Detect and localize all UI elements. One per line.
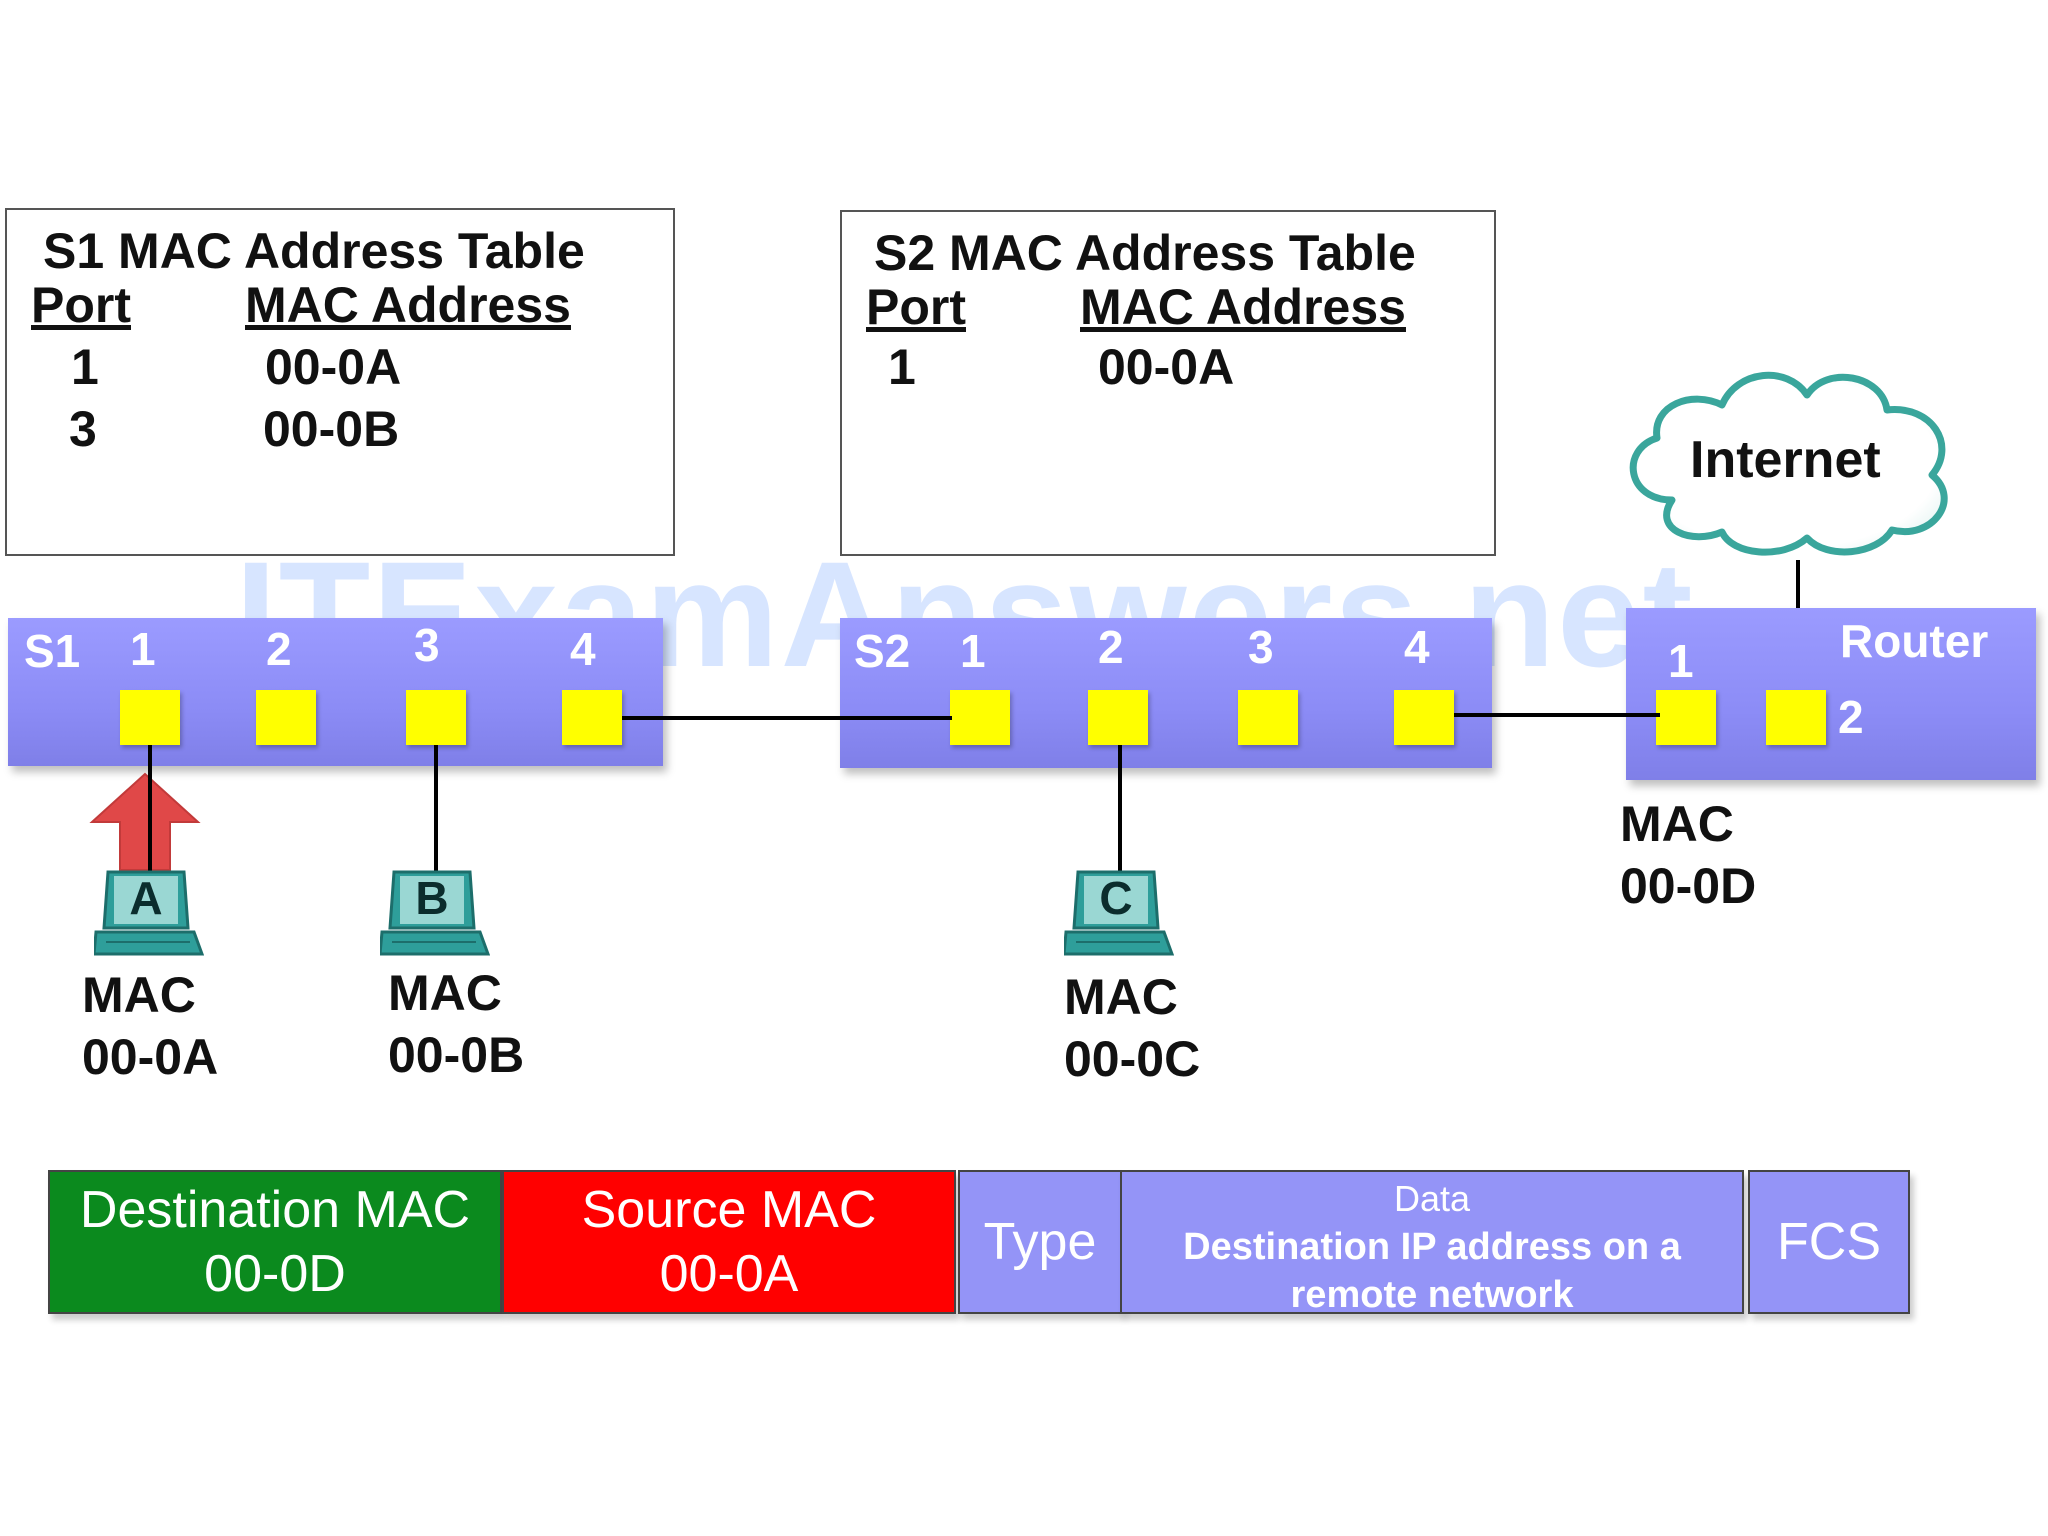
frame-data: Data Destination IP address on a remote … bbox=[1120, 1170, 1744, 1316]
host-c-link bbox=[1118, 745, 1122, 875]
s2-port-2[interactable] bbox=[1088, 690, 1148, 745]
router[interactable]: Router 1 2 bbox=[1626, 608, 2036, 780]
data-desc-line-2: remote network bbox=[1290, 1274, 1574, 1316]
s1-table-title: S1 MAC Address Table bbox=[43, 223, 585, 279]
internet-label: Internet bbox=[1690, 431, 1881, 489]
router-port-number: 1 bbox=[1668, 635, 1694, 687]
s2-router-link bbox=[1454, 713, 1660, 717]
host-letter: A bbox=[129, 872, 163, 924]
s1-mac-table: S1 MAC Address Table Port MAC Address 1 … bbox=[5, 208, 675, 556]
src-mac-value: 00-0A bbox=[659, 1245, 799, 1303]
s1-port-number: 3 bbox=[414, 619, 440, 671]
s2-port-number: 4 bbox=[1404, 621, 1430, 673]
s1-port-number: 1 bbox=[130, 623, 156, 675]
s1-port-4[interactable] bbox=[562, 690, 622, 745]
frame-destination-mac: Destination MAC 00-0D bbox=[48, 1170, 502, 1314]
host-letter: C bbox=[1099, 872, 1133, 924]
s1-port-number: 4 bbox=[570, 623, 596, 675]
data-label: Data bbox=[1393, 1178, 1471, 1219]
host-a-mac-label: MAC bbox=[82, 967, 196, 1023]
up-arrow-icon bbox=[89, 772, 201, 871]
computer-icon bbox=[94, 870, 204, 956]
router-port-number: 2 bbox=[1838, 691, 1864, 743]
s1-row-port: 1 bbox=[71, 339, 99, 395]
host-a[interactable]: A bbox=[94, 868, 204, 958]
s2-col-mac: MAC Address bbox=[1080, 279, 1406, 335]
router-mac-value: 00-0D bbox=[1620, 858, 1757, 914]
s2-port-number: 2 bbox=[1098, 621, 1124, 673]
s1-s2-link bbox=[622, 716, 952, 720]
s1-port-2[interactable] bbox=[256, 690, 316, 745]
s2-row-mac: 00-0A bbox=[1098, 339, 1235, 395]
frame-source-mac: Source MAC 00-0A bbox=[502, 1170, 956, 1314]
host-b-mac-value: 00-0B bbox=[388, 1027, 525, 1083]
s1-port-number: 2 bbox=[266, 623, 292, 675]
s1-name: S1 bbox=[24, 625, 81, 677]
s2-port-number: 3 bbox=[1248, 621, 1274, 673]
frame-type: Type bbox=[958, 1170, 1122, 1314]
src-mac-label: Source MAC bbox=[581, 1181, 877, 1239]
s1-port-1[interactable] bbox=[120, 690, 180, 745]
s1-row-mac: 00-0A bbox=[265, 339, 402, 395]
router-port-1[interactable] bbox=[1656, 690, 1716, 745]
host-letter: B bbox=[415, 872, 449, 924]
s2-name: S2 bbox=[854, 625, 911, 677]
s2-port-3[interactable] bbox=[1238, 690, 1298, 745]
s2-col-port: Port bbox=[866, 279, 966, 335]
switch-s2[interactable]: S2 1 2 3 4 bbox=[840, 618, 1492, 768]
frame-fcs: FCS bbox=[1748, 1170, 1910, 1314]
switch-s1[interactable]: S1 1 2 3 4 bbox=[8, 618, 663, 766]
s1-col-port: Port bbox=[31, 277, 131, 333]
host-b[interactable]: B bbox=[380, 868, 490, 958]
router-port-2[interactable] bbox=[1766, 690, 1826, 745]
s1-row-mac: 00-0B bbox=[263, 401, 400, 457]
s2-row-port: 1 bbox=[888, 339, 916, 395]
s2-table-title: S2 MAC Address Table bbox=[874, 225, 1416, 281]
host-c-mac-value: 00-0C bbox=[1064, 1031, 1201, 1087]
s2-port-4[interactable] bbox=[1394, 690, 1454, 745]
data-desc-line-1: Destination IP address on a bbox=[1183, 1226, 1681, 1268]
dest-mac-value: 00-0D bbox=[204, 1245, 346, 1303]
router-name: Router bbox=[1840, 615, 1989, 667]
s1-port-3[interactable] bbox=[406, 690, 466, 745]
s2-mac-table: S2 MAC Address Table Port MAC Address 1 … bbox=[840, 210, 1496, 556]
host-b-link bbox=[434, 745, 438, 875]
computer-icon bbox=[380, 870, 490, 956]
internet-cloud-icon bbox=[1629, 371, 1948, 556]
s1-row-port: 3 bbox=[69, 401, 97, 457]
s2-port-1[interactable] bbox=[950, 690, 1010, 745]
dest-mac-label: Destination MAC bbox=[79, 1181, 471, 1239]
host-c[interactable]: C bbox=[1064, 868, 1174, 958]
host-a-mac-value: 00-0A bbox=[82, 1029, 219, 1085]
type-label: Type bbox=[983, 1213, 1097, 1271]
host-a-link-front bbox=[148, 772, 152, 872]
host-c-mac-label: MAC bbox=[1064, 969, 1178, 1025]
s1-col-mac: MAC Address bbox=[245, 277, 571, 333]
computer-icon bbox=[1064, 870, 1174, 956]
s2-port-number: 1 bbox=[960, 625, 986, 677]
router-mac-label: MAC bbox=[1620, 796, 1734, 852]
fcs-label: FCS bbox=[1777, 1213, 1881, 1271]
host-b-mac-label: MAC bbox=[388, 965, 502, 1021]
